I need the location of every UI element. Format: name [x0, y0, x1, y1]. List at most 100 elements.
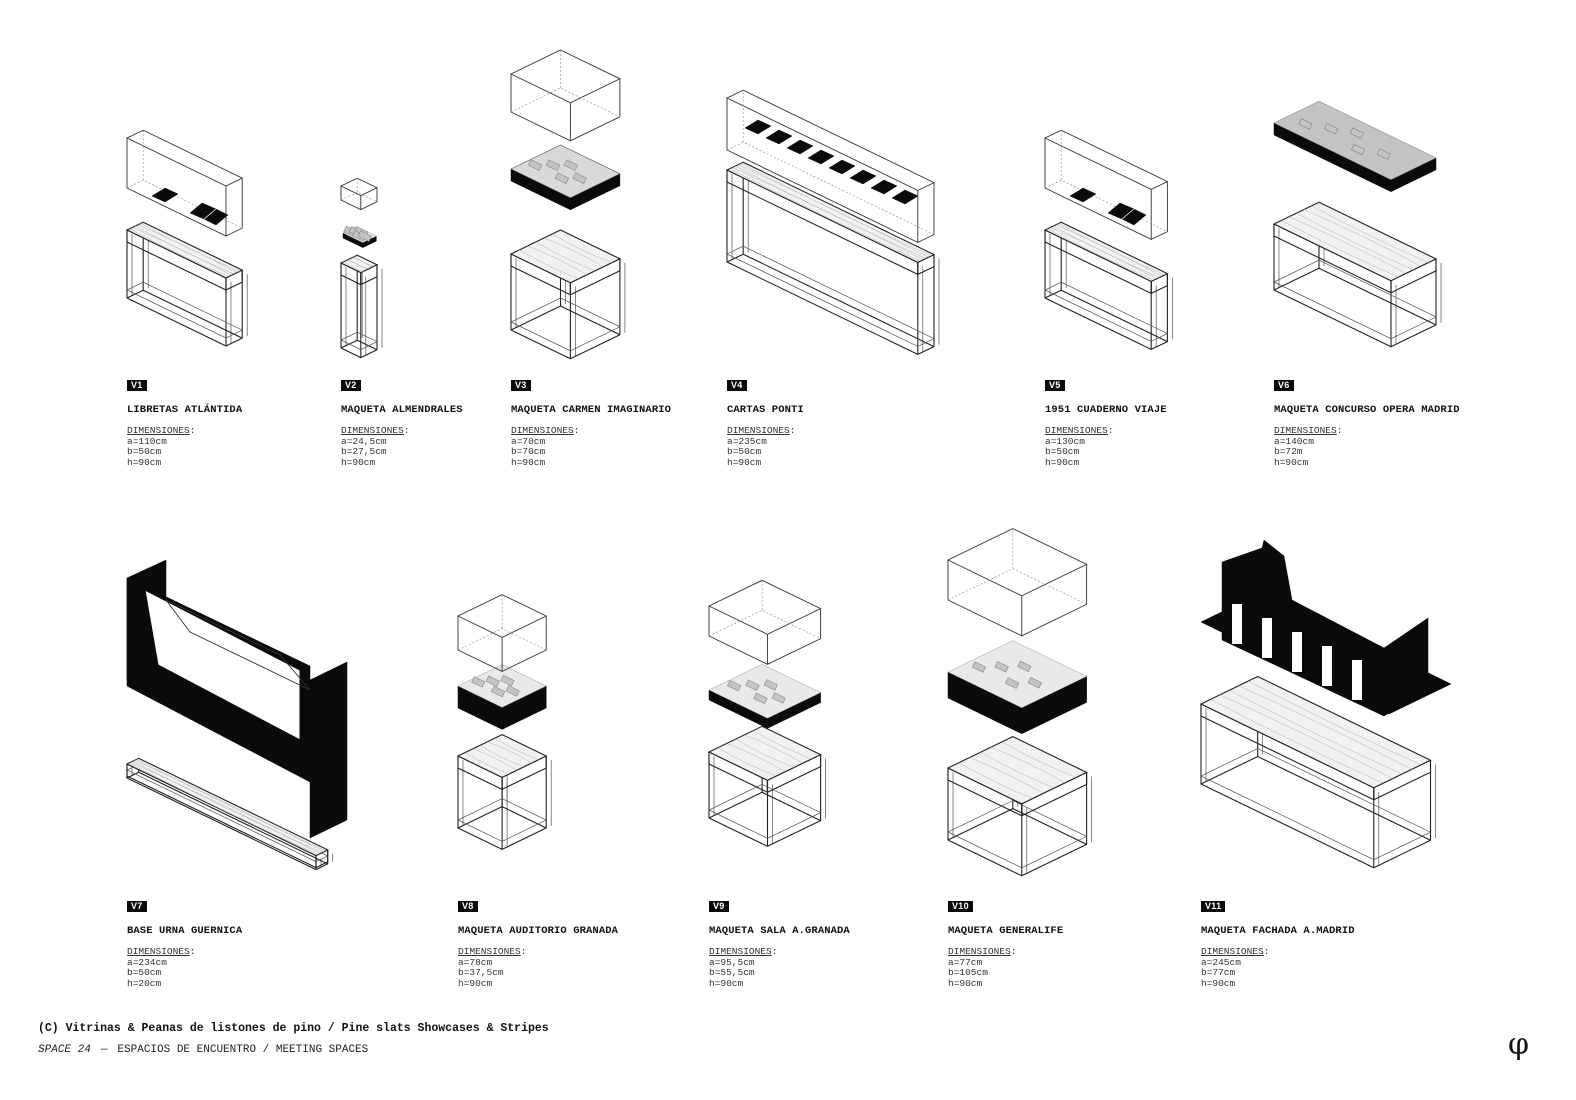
wood-grain: [1248, 680, 1422, 766]
model-auditorio-granada: [457, 664, 547, 708]
label-v10: V10 MAQUETA GENERALIFE DIMENSIONES: a=77…: [948, 896, 1208, 989]
glass-lid-hidden: [726, 141, 935, 235]
glass-lid-hidden: [947, 568, 1087, 605]
model-detail: [500, 674, 515, 687]
table-top: [946, 735, 1088, 805]
glass-lid-side: [360, 187, 378, 211]
wood-grain: [740, 163, 932, 257]
wood-grain: [1311, 205, 1429, 263]
wood-grain: [465, 752, 510, 775]
bottom-rail-edge: [510, 297, 621, 352]
closed-notebook: [807, 149, 835, 165]
item-dimensions: DIMENSIONES: a=140cm b=72m h=90cm: [1274, 425, 1343, 468]
wood-grain: [519, 249, 579, 280]
item-name: MAQUETA CARMEN IMAGINARIO: [511, 404, 672, 416]
model-detail: [554, 172, 569, 184]
bottom-rail-edge: [1273, 259, 1437, 340]
model-detail: [1298, 118, 1313, 130]
wood-grain: [735, 738, 795, 768]
glass-lid-front: [340, 186, 362, 211]
wood-grain: [1303, 209, 1422, 267]
item-name: MAQUETA CONCURSO OPERA MADRID: [1274, 404, 1460, 416]
item-dimensions: DIMENSIONES: a=235cm b=50cm h=90cm: [727, 425, 796, 468]
wood-grain: [1058, 223, 1165, 276]
wood-grain: [137, 224, 237, 273]
model-detail: [528, 159, 543, 171]
wood-grain: [1238, 685, 1412, 770]
glass-lid-front: [947, 560, 1023, 637]
wood-grain: [472, 748, 517, 771]
wood-grain: [1047, 228, 1154, 281]
glass-lid-front: [726, 98, 919, 244]
model-detail: [1017, 660, 1032, 673]
item-tag: V11: [1201, 901, 1226, 912]
bottom-rail-edge: [126, 281, 244, 339]
closed-notebook: [765, 129, 793, 145]
model-detail: [745, 679, 760, 691]
wood-grain: [726, 743, 786, 772]
bottom-rail: [340, 339, 378, 359]
label-v3: V3 MAQUETA CARMEN IMAGINARIO DIMENSIONES…: [511, 375, 771, 468]
bottom-rail: [1273, 267, 1437, 348]
wood-grain: [494, 737, 539, 760]
glass-lid-side: [1151, 181, 1168, 240]
model-detail: [563, 159, 578, 171]
item-dimensions: DIMENSIONES: a=130cm b=50cm h=90cm: [1045, 425, 1114, 468]
glass-lid-side: [917, 182, 935, 243]
item-name: MAQUETA AUDITORIO GRANADA: [458, 925, 619, 937]
item-dimensions: DIMENSIONES: a=110cm b=50cm h=90cm: [127, 425, 196, 468]
label-v4: V4 CARTAS PONTI DIMENSIONES: a=235cm b=5…: [727, 375, 987, 468]
wood-grain: [128, 762, 319, 855]
closed-notebook: [786, 139, 814, 155]
glass-lid-side: [570, 78, 621, 142]
bottom-rail: [457, 806, 547, 850]
model-detail: [1005, 677, 1020, 689]
glass-lid-hidden: [126, 179, 243, 229]
guernica-urn-panel-right: [309, 661, 348, 839]
item-name: MAQUETA GENERALIFE: [948, 925, 1064, 937]
guernica-urn-glass: [144, 589, 301, 741]
closed-notebook: [744, 119, 772, 135]
glass-lid-front: [457, 616, 503, 673]
wood-grain: [1050, 227, 1157, 280]
item-dimensions: DIMENSIONES: a=70cm b=70cm h=90cm: [511, 425, 580, 468]
model-detail: [572, 172, 587, 184]
separator-dash: —: [100, 1044, 108, 1056]
item-name: LIBRETAS ATLÁNTIDA: [127, 404, 243, 416]
glass-lid-front: [708, 606, 768, 666]
wood-grain: [1288, 216, 1407, 274]
item-dimensions: DIMENSIONES: a=95,5cm b=55,5cm h=90cm: [709, 946, 778, 989]
bottom-rail-edge: [340, 331, 378, 350]
wood-grain: [132, 760, 322, 853]
facade-model-side: [1383, 617, 1429, 717]
wood-grain: [1055, 224, 1163, 277]
item-dimensions: DIMENSIONES: a=234cm b=50cm h=20cm: [127, 946, 196, 989]
wood-grain: [543, 237, 604, 268]
bottom-rail-edge: [457, 798, 548, 842]
glass-lid-top: [707, 579, 822, 635]
wood-grain: [535, 241, 596, 272]
glass-lid-side: [1021, 564, 1088, 637]
closed-notebook: [151, 187, 179, 203]
bottom-rail: [126, 771, 329, 871]
wood-grain: [348, 258, 369, 269]
drawing-v1: [125, 129, 248, 347]
space-number: SPACE 24: [38, 1044, 91, 1056]
drawing-v6: [1272, 100, 1442, 348]
wood-grain: [729, 168, 921, 262]
item-tag: V4: [727, 380, 747, 391]
wood-grain: [129, 228, 229, 277]
table-top: [1043, 221, 1169, 283]
label-v11: V11 MAQUETA FACHADA A.MADRID DIMENSIONES…: [1201, 896, 1461, 989]
table-top: [125, 757, 329, 857]
model-carmen-imaginario: [510, 144, 621, 199]
drawing-v4: [725, 89, 940, 355]
model-detail: [1376, 148, 1391, 160]
wood-grain: [134, 759, 324, 853]
label-v6: V6 MAQUETA CONCURSO OPERA MADRID DIMENSI…: [1274, 375, 1554, 468]
drawing-v3: [509, 49, 626, 360]
drawing-v11: [1199, 539, 1452, 869]
wood-grain: [134, 225, 235, 275]
wood-grain: [1210, 699, 1384, 784]
notebook-spine: [1121, 208, 1135, 220]
